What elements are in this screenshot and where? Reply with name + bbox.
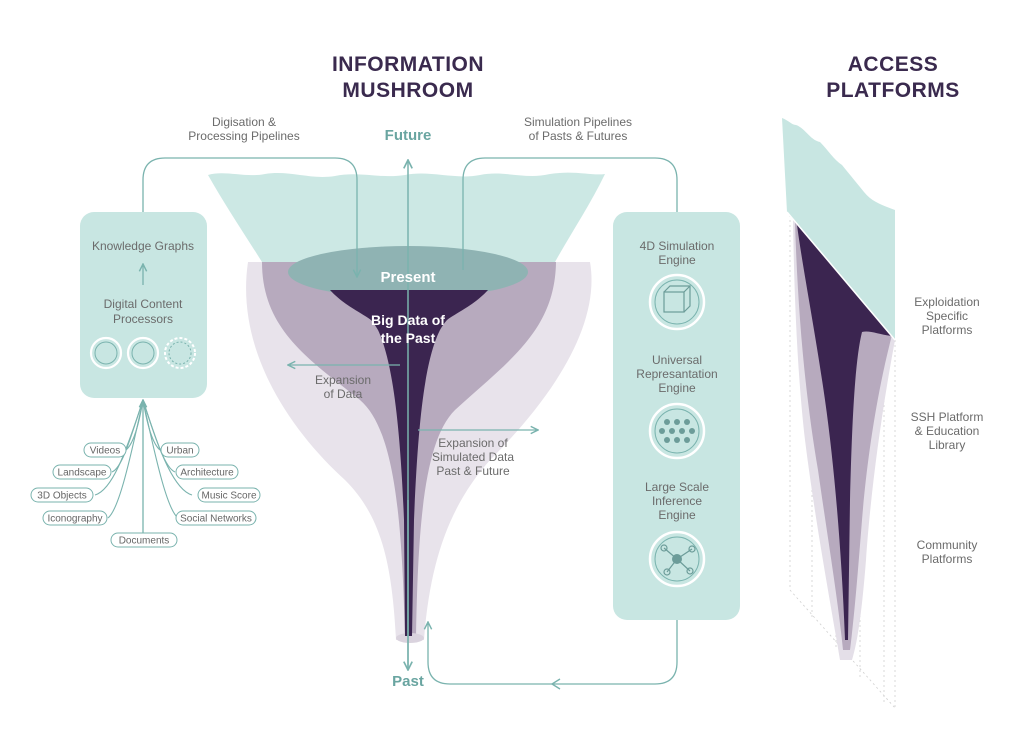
source-pill-social-networks: Social Networks	[175, 510, 257, 526]
sim-engine-line1: 4D Simulation	[640, 239, 715, 253]
source-pill-videos: Videos	[83, 442, 127, 458]
inf-engine-line2: Inference	[652, 494, 702, 508]
source-pill-label: Architecture	[180, 468, 234, 479]
processors-label-line1: Digital Content	[104, 297, 183, 311]
present-label: Present	[380, 269, 435, 286]
source-pill-iconography: Iconography	[42, 510, 108, 526]
expansion-simulated-line3: Past & Future	[436, 464, 510, 478]
big-data-label-line2: the Past	[381, 330, 436, 346]
rep-engine-line2: Represantation	[636, 367, 717, 381]
past-label: Past	[392, 673, 424, 690]
cube-icon	[648, 273, 706, 331]
digitisation-pipeline-arrow	[142, 157, 357, 277]
return-loop-arrow	[428, 620, 678, 685]
sim-engine-line2: Engine	[658, 253, 696, 267]
simulation-label-line2: of Pasts & Futures	[529, 129, 628, 143]
processor-icon-2	[126, 336, 160, 370]
inf-engine-line3: Engine	[658, 508, 696, 522]
simulation-pipeline-arrow	[462, 157, 677, 270]
access-title-line1: ACCESS	[848, 53, 939, 76]
engine-panel: 4D Simulation Engine Universal Represant…	[613, 212, 740, 620]
mushroom-cap	[208, 172, 605, 262]
digitisation-label-line1: Digisation &	[212, 115, 276, 129]
mushroom-title-line1: INFORMATION	[332, 53, 484, 76]
rep-engine-line3: Engine	[658, 381, 696, 395]
network-icon	[648, 530, 706, 588]
source-pill-label: Landscape	[58, 468, 107, 479]
big-data-core	[330, 290, 488, 636]
digitisation-label-line2: Processing Pipelines	[188, 129, 299, 143]
source-pill-label: Social Networks	[180, 514, 252, 525]
expansion-data-line2: of Data	[324, 387, 363, 401]
source-pill-landscape: Landscape	[52, 464, 112, 480]
access-title-line2: PLATFORMS	[826, 79, 960, 102]
source-pill-3d-objects: 3D Objects	[30, 487, 94, 503]
dot-grid-icon	[648, 402, 706, 460]
source-pill-label: Videos	[90, 446, 120, 457]
knowledge-graphs-label: Knowledge Graphs	[92, 239, 194, 253]
expansion-data-line1: Expansion	[315, 373, 371, 387]
exploit-line1: Exploidation	[914, 295, 979, 309]
simulation-label-line1: Simulation Pipelines	[524, 115, 632, 129]
ssh-line2: & Education	[915, 424, 980, 438]
source-pill-architecture: Architecture	[175, 464, 239, 480]
inf-engine-line1: Large Scale	[645, 480, 709, 494]
source-pill-label: Iconography	[47, 514, 102, 525]
source-pill-urban: Urban	[160, 442, 200, 458]
processor-icon-3	[164, 337, 196, 369]
exploit-line2: Specific	[926, 309, 968, 323]
left-panel: Knowledge Graphs Digital Content Process…	[80, 212, 207, 398]
source-pill-label: Documents	[119, 536, 170, 547]
access-platforms-slice	[782, 118, 896, 709]
rep-engine-line1: Universal	[652, 353, 702, 367]
processor-icon-1	[89, 336, 123, 370]
big-data-label-line1: Big Data of	[371, 312, 445, 328]
information-mushroom	[208, 172, 605, 643]
community-line2: Platforms	[922, 552, 973, 566]
source-pill-label: 3D Objects	[37, 491, 86, 502]
source-pill-music-score: Music Score	[197, 487, 261, 503]
source-pill-label: Music Score	[201, 491, 256, 502]
mushroom-title-line2: MUSHROOM	[342, 79, 473, 102]
community-line1: Community	[917, 538, 978, 552]
ssh-line3: Library	[929, 438, 966, 452]
future-label: Future	[385, 127, 432, 144]
ssh-line1: SSH Platform	[911, 410, 984, 424]
source-pill-label: Urban	[166, 446, 193, 457]
processors-label-line2: Processors	[113, 312, 173, 326]
source-pill-documents: Documents	[110, 532, 178, 548]
expansion-simulated-line1: Expansion of	[438, 436, 508, 450]
exploit-line3: Platforms	[922, 323, 973, 337]
expansion-simulated-line2: Simulated Data	[432, 450, 514, 464]
